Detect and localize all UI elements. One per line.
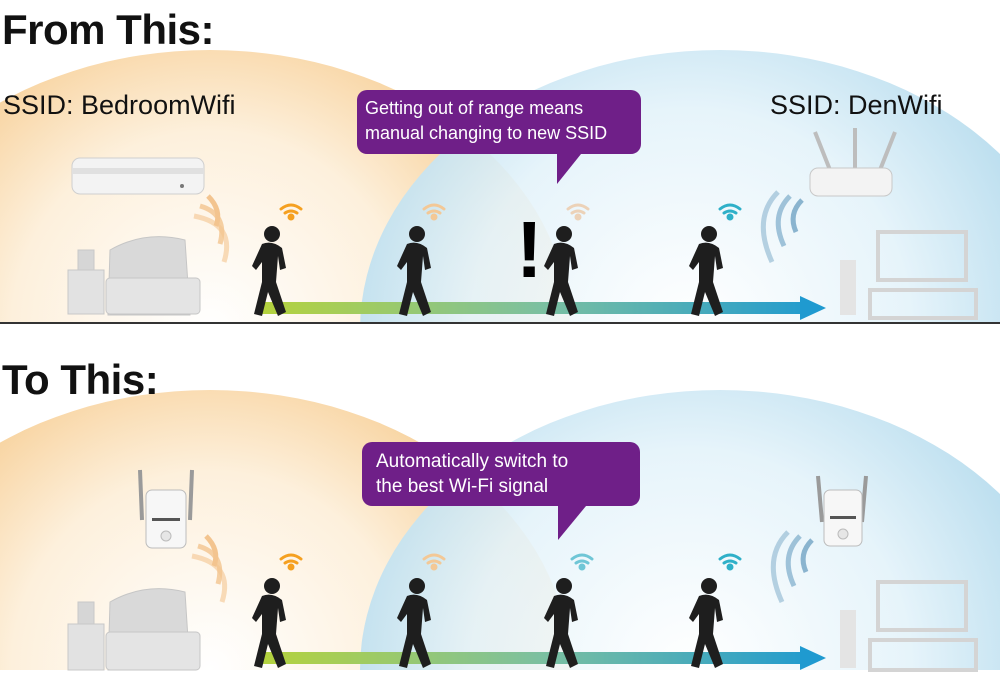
bed-icon	[105, 588, 201, 671]
right-signal-waves-icon	[770, 530, 814, 604]
left-signal-waves-icon	[193, 194, 230, 263]
right-signal-waves-icon	[760, 190, 804, 264]
wifi-weak-orange-icon	[422, 203, 446, 221]
callout-line: Automatically switch to	[376, 451, 569, 472]
wifi-strong-blue-icon	[718, 203, 742, 221]
antenna-router-icon	[809, 128, 897, 197]
callout-auto-switch: Automatically switch to the best Wi-Fi s…	[362, 442, 640, 540]
wifi-medium-blue-icon	[570, 553, 594, 571]
nightstand-icon	[67, 601, 105, 671]
panel-to-this: To This: Automatically switch to the bes…	[0, 340, 1000, 680]
heading-from-this: From This:	[2, 6, 215, 53]
bed-icon	[105, 236, 201, 316]
walking-path	[262, 302, 802, 314]
callout-line: Getting out of range means	[365, 98, 584, 118]
callout-manual-switch: Getting out of range means manual changi…	[357, 90, 641, 184]
ssid-label-den: SSID: DenWifi	[770, 90, 943, 120]
wifi-weak-orange-icon	[422, 553, 446, 571]
wifi-strong-orange-icon	[279, 553, 303, 571]
wifi-strong-blue-icon	[718, 553, 742, 571]
walking-person-icon	[397, 226, 431, 316]
nightstand-icon	[67, 249, 105, 315]
path-arrow-icon	[800, 646, 826, 670]
heading-to-this: To This:	[2, 356, 159, 403]
walking-path	[262, 652, 802, 664]
tv-cabinet-icon	[840, 580, 978, 672]
callout-line: manual changing to new SSID	[365, 123, 608, 143]
walking-person-icon	[544, 578, 578, 668]
walking-person-icon	[689, 226, 723, 316]
range-extender-icon	[138, 469, 194, 549]
walking-person-icon	[252, 226, 286, 316]
left-signal-waves-icon	[191, 534, 228, 603]
walking-person-icon	[252, 578, 286, 668]
alert-exclamation-mark: !	[516, 205, 543, 294]
path-arrow-icon	[800, 296, 826, 320]
walking-person-icon	[544, 226, 578, 316]
range-extender-icon	[816, 475, 868, 547]
wifi-faint-icon	[566, 203, 590, 221]
router-icon	[71, 157, 205, 195]
walking-person-icon	[689, 578, 723, 668]
wifi-strong-orange-icon	[279, 203, 303, 221]
ssid-label-bedroom: SSID: BedroomWifi	[3, 90, 236, 120]
panel-from-this: From This: SSID: BedroomWifi SSID: DenWi…	[0, 6, 1000, 330]
callout-line: the best Wi-Fi signal	[376, 476, 549, 497]
walking-person-icon	[397, 578, 431, 668]
tv-cabinet-icon	[840, 230, 978, 320]
